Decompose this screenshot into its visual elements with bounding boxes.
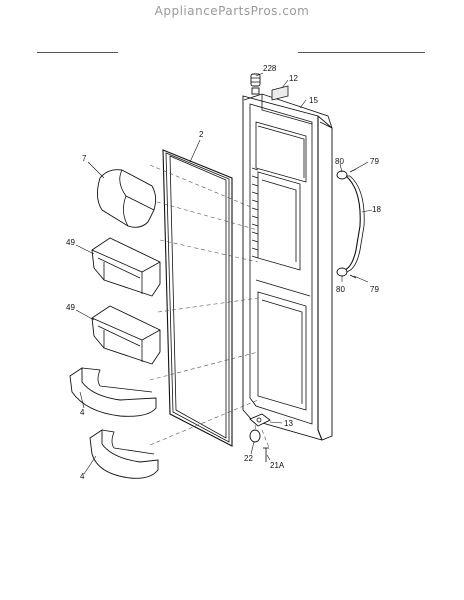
site-watermark: AppliancePartsPros.com bbox=[154, 4, 310, 18]
door-stop bbox=[249, 429, 261, 443]
callout-79-lower: 79 bbox=[370, 285, 379, 294]
callout-7: 7 bbox=[82, 154, 87, 163]
callout-228: 228 bbox=[263, 64, 277, 73]
header-rule-left bbox=[37, 52, 118, 53]
callout-4-lower: 4 bbox=[80, 472, 85, 481]
callout-15: 15 bbox=[309, 96, 318, 105]
top-hinge-bushing bbox=[250, 73, 261, 95]
label-plate bbox=[271, 85, 289, 101]
handle-mounts bbox=[336, 168, 357, 279]
assembly-lines bbox=[149, 164, 271, 451]
callout-18: 18 bbox=[372, 205, 381, 214]
refrigerator-door bbox=[242, 93, 333, 441]
door-handle bbox=[343, 175, 365, 273]
leader-lines bbox=[75, 72, 373, 475]
callout-79-upper: 79 bbox=[370, 157, 379, 166]
callout-80-upper: 80 bbox=[335, 157, 344, 166]
door-shelf-bin-lower bbox=[89, 429, 159, 479]
door-shelf-bin-upper bbox=[69, 367, 157, 417]
callout-80-lower: 80 bbox=[336, 285, 345, 294]
hinge-bracket bbox=[249, 413, 271, 427]
callout-12: 12 bbox=[289, 74, 298, 83]
header-rule-right bbox=[298, 52, 425, 53]
door-bin-lower bbox=[91, 305, 161, 365]
callout-22: 22 bbox=[244, 454, 253, 463]
callout-13: 13 bbox=[284, 419, 293, 428]
callout-21A: 21A bbox=[270, 461, 285, 470]
callout-4-upper: 4 bbox=[80, 408, 85, 417]
door-bin-upper bbox=[91, 237, 161, 297]
callout-49-upper: 49 bbox=[66, 238, 75, 247]
callout-2: 2 bbox=[199, 130, 204, 139]
dairy-door bbox=[97, 169, 157, 228]
door-gasket bbox=[162, 149, 233, 447]
callouts: 2 7 49 49 4 4 228 12 15 80 79 18 80 79 1… bbox=[66, 64, 381, 481]
callout-49-lower: 49 bbox=[66, 303, 75, 312]
screw bbox=[263, 447, 269, 462]
